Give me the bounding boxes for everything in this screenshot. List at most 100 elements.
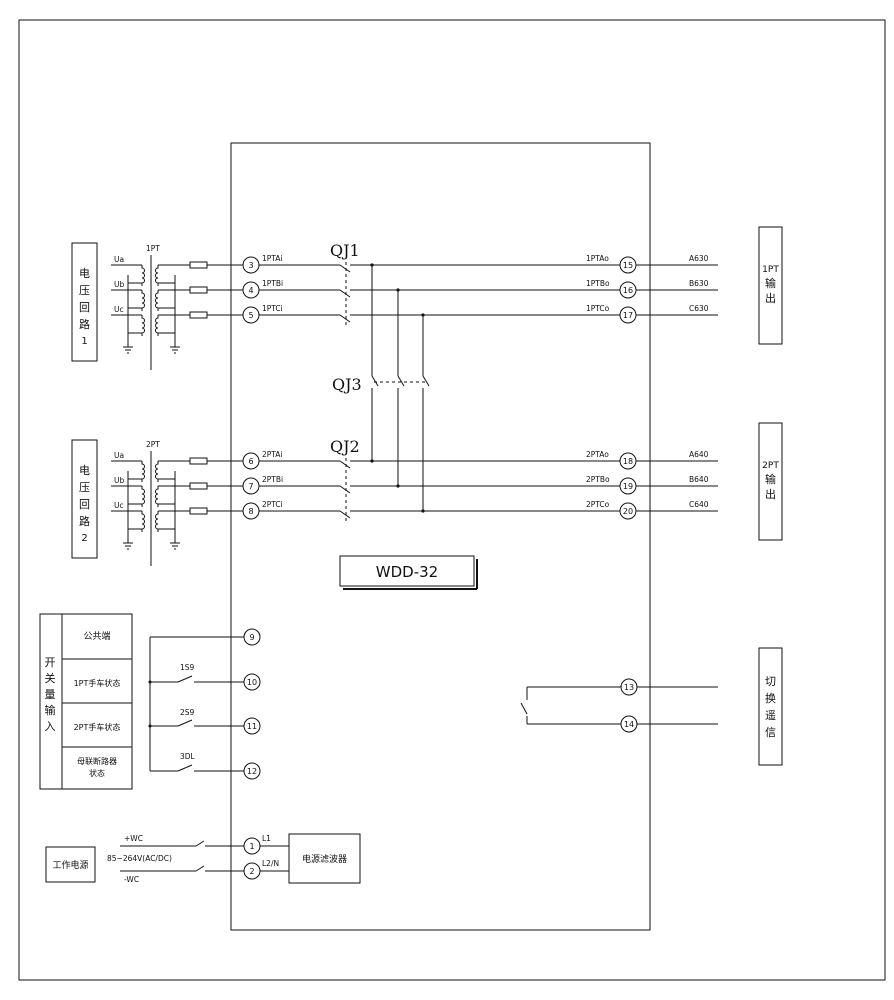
digital-input-box <box>39 613 133 790</box>
transformer-1pt-label: 1PT <box>146 244 160 253</box>
power-neg-label: -WC <box>124 875 139 884</box>
terminal-5-label: 1PTCi <box>262 304 283 313</box>
svg-text:出: 出 <box>765 291 776 305</box>
model-name: WDD-32 <box>376 563 438 581</box>
qj3-label: QJ3 <box>332 375 362 394</box>
terminal-5: 5 <box>248 311 253 320</box>
svg-text:压: 压 <box>79 481 90 494</box>
terminal-10: 10 <box>247 678 257 687</box>
svg-text:2PT: 2PT <box>762 461 779 471</box>
terminal-9: 9 <box>249 633 254 642</box>
terminal-15: 15 <box>623 261 633 270</box>
terminal-18-label: 2PTAo <box>586 450 609 459</box>
terminal-12: 12 <box>247 767 257 776</box>
pt1-output-box <box>758 226 783 345</box>
wire-b630: B630 <box>689 279 709 288</box>
wire-a640: A640 <box>689 450 709 459</box>
contact-1s9-label: 1S9 <box>180 663 195 672</box>
power-label: 工作电源 <box>52 859 88 871</box>
pt2-output-label: 2PT 输 出 <box>762 461 779 501</box>
switch-signal-box <box>758 647 783 766</box>
digital-input-label: 开 关 量 输 入 <box>45 656 56 733</box>
pt2-output-box <box>758 422 783 541</box>
transformer-1pt <box>111 255 243 370</box>
terminal-13: 13 <box>624 683 634 692</box>
power-filter-label: 电源滤波器 <box>302 853 347 865</box>
svg-text:开: 开 <box>45 656 56 669</box>
qj2-label: QJ2 <box>330 437 360 456</box>
switch-signal-wiring <box>520 686 718 725</box>
svg-text:入: 入 <box>45 720 56 733</box>
terminal-1-label: L1 <box>262 834 271 843</box>
qj1-label: QJ1 <box>330 241 360 260</box>
voltage-loop-2-box <box>71 439 98 559</box>
terminal-3: 3 <box>248 261 253 270</box>
terminal-6-label: 2PTAi <box>262 450 283 459</box>
voltage-loop-2-label: 电 压 回 路 2 <box>79 464 90 544</box>
switch-signal-label: 切 换 遥 信 <box>765 675 776 739</box>
common-terminal-label: 公共端 <box>83 630 110 642</box>
phase-ua-2: Ua <box>114 451 124 460</box>
digital-input-wiring <box>149 636 244 772</box>
svg-text:1PT: 1PT <box>762 265 779 275</box>
junction-dots <box>370 263 425 513</box>
terminal-18: 18 <box>623 457 633 466</box>
svg-text:回: 回 <box>79 498 90 511</box>
terminal-20: 20 <box>623 507 633 516</box>
bus-breaker-status-label: 状态 <box>89 768 105 778</box>
terminal-4: 4 <box>248 286 253 295</box>
phase-uc-1: Uc <box>114 305 124 314</box>
terminal-17: 17 <box>623 311 633 320</box>
power-filter-box <box>288 833 361 884</box>
phase-ub-2: Ub <box>114 476 124 485</box>
svg-text:信: 信 <box>765 726 776 739</box>
terminal-6: 6 <box>248 457 253 466</box>
device-body <box>230 142 651 931</box>
svg-text:量: 量 <box>45 688 56 701</box>
svg-text:遥: 遥 <box>765 709 776 722</box>
terminal-19-label: 2PTBo <box>586 475 610 484</box>
terminal-8: 8 <box>248 507 253 516</box>
svg-text:出: 出 <box>765 487 776 501</box>
terminal-2-label: L2/N <box>262 859 279 868</box>
model-box <box>339 555 478 590</box>
switching-network <box>259 262 718 521</box>
svg-text:输: 输 <box>765 276 776 290</box>
terminal-1: 1 <box>249 842 254 851</box>
voltage-loop-1-box <box>71 242 98 362</box>
voltage-loop-1-label: 电 压 回 路 1 <box>79 267 90 347</box>
svg-text:输: 输 <box>765 472 776 486</box>
terminal-3-label: 1PTAi <box>262 254 283 263</box>
svg-text:压: 压 <box>79 284 90 297</box>
contact-2s9-label: 2S9 <box>180 708 195 717</box>
terminal-2: 2 <box>249 867 254 876</box>
terminal-17-label: 1PTCo <box>586 304 610 313</box>
bus-breaker-label: 母联断路器 <box>77 756 117 766</box>
terminal-11: 11 <box>247 722 257 731</box>
contact-3dl-label: 3DL <box>180 752 196 761</box>
svg-text:电: 电 <box>79 464 90 477</box>
transformer-2pt-label: 2PT <box>146 440 160 449</box>
wire-c630: C630 <box>689 304 709 313</box>
outer-frame <box>18 19 886 981</box>
pt1-output-label: 1PT 输 出 <box>762 265 779 305</box>
terminal-14: 14 <box>624 720 634 729</box>
svg-text:路: 路 <box>79 318 90 331</box>
svg-text:输: 输 <box>45 703 56 717</box>
terminal-15-label: 1PTAo <box>586 254 609 263</box>
phase-uc-2: Uc <box>114 501 124 510</box>
svg-text:1: 1 <box>81 336 87 347</box>
pt1-status-label: 1PT手车状态 <box>74 678 121 688</box>
svg-text:回: 回 <box>79 301 90 314</box>
terminal-7-label: 2PTBi <box>262 475 283 484</box>
terminal-19: 19 <box>623 482 633 491</box>
terminal-4-label: 1PTBi <box>262 279 283 288</box>
svg-text:路: 路 <box>79 515 90 528</box>
wire-c640: C640 <box>689 500 709 509</box>
wire-b640: B640 <box>689 475 709 484</box>
transformer-2pt <box>111 451 243 566</box>
power-pos-label: +WC <box>124 834 143 843</box>
terminal-16-label: 1PTBo <box>586 279 610 288</box>
svg-text:换: 换 <box>765 691 776 705</box>
